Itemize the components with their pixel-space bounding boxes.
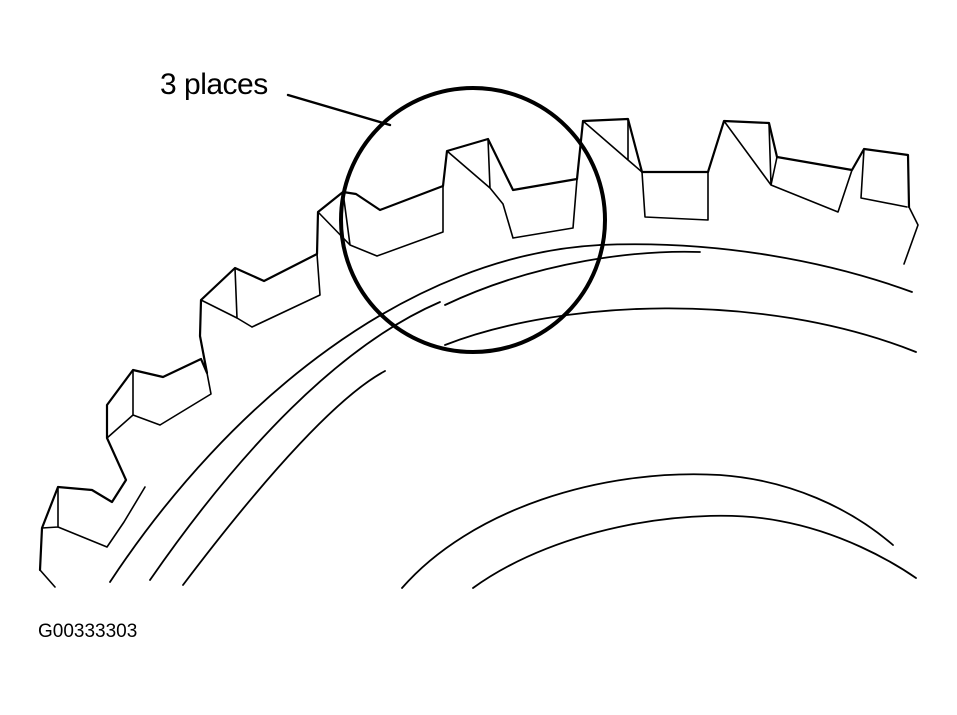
tooth-crown-outline (38, 117, 911, 572)
callout-leader-line (286, 93, 392, 127)
bore-arc-inner (472, 514, 917, 589)
highlight-circle (339, 86, 607, 354)
cone-edge-2 (149, 301, 441, 581)
cone-edge-4 (182, 370, 386, 586)
callout-label: 3 places (160, 68, 268, 101)
cone-edge-3 (444, 250, 701, 306)
figure-id: G00333303 (38, 621, 138, 642)
bore-arc-outer (401, 473, 894, 589)
cone-edge-1-right (599, 243, 913, 293)
cone-edge-1 (109, 244, 601, 583)
cone-edge-5 (444, 307, 917, 353)
tooth-bevel-edges (39, 118, 919, 588)
